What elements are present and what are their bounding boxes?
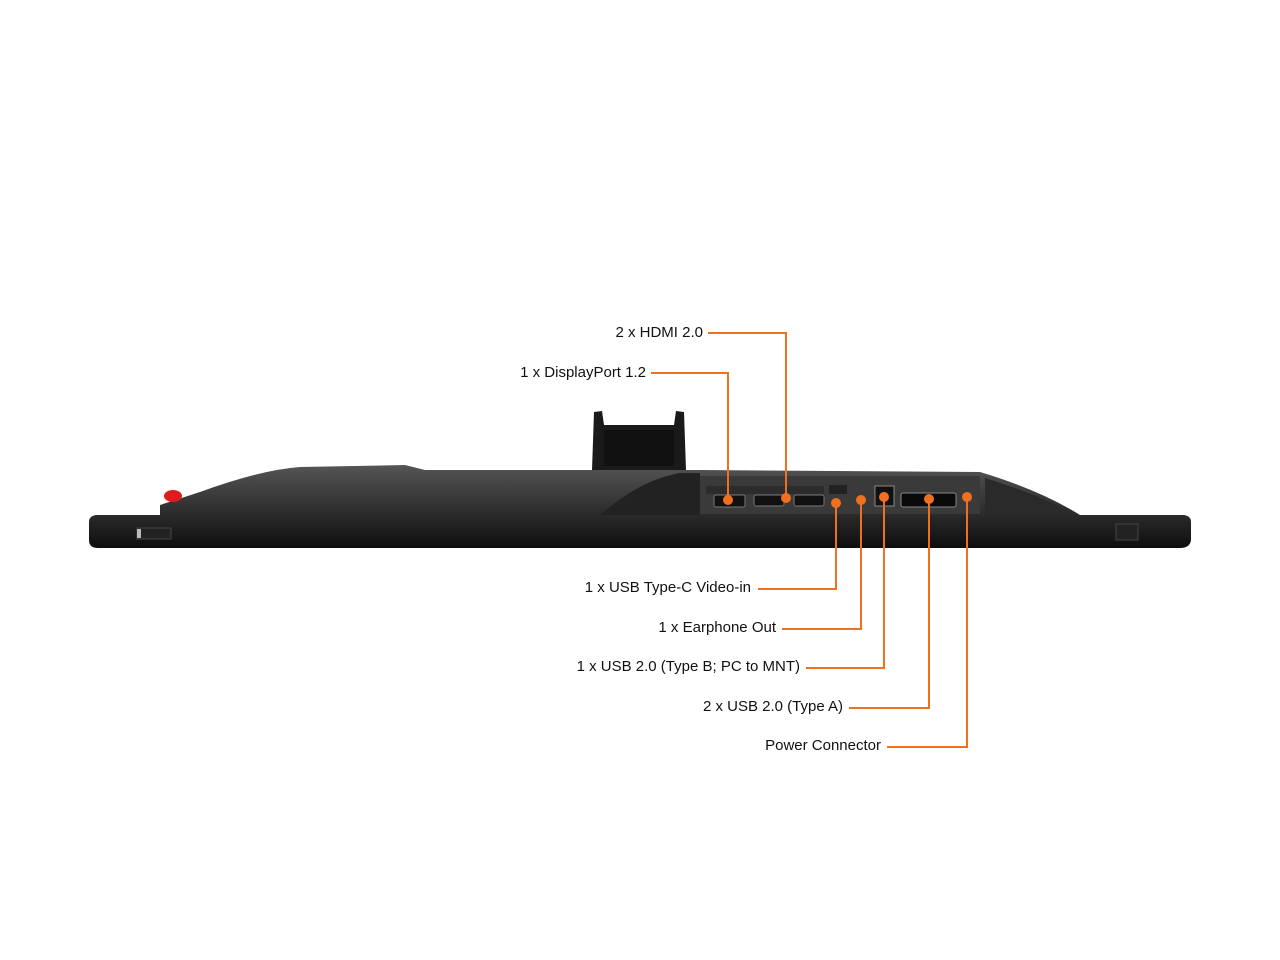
callout-power: Power Connector	[765, 737, 881, 754]
callout-dots	[723, 492, 972, 508]
callout-lines	[651, 332, 968, 748]
stand	[592, 411, 686, 470]
kensington-slot	[1115, 523, 1139, 541]
callout-displayport: 1 x DisplayPort 1.2	[520, 364, 646, 381]
monitor-body	[89, 515, 1191, 548]
hdmi-port-1	[753, 494, 785, 507]
callout-hdmi: 2 x HDMI 2.0	[615, 324, 703, 341]
callout-earphone: 1 x Earphone Out	[658, 619, 776, 636]
callout-usb-c: 1 x USB Type-C Video-in	[584, 579, 751, 596]
hdmi-port-2	[793, 494, 825, 507]
callout-usb-a: 2 x USB 2.0 (Type A)	[702, 698, 843, 715]
joystick-button	[164, 490, 182, 502]
callout-usb-b: 1 x USB 2.0 (Type B; PC to MNT)	[576, 658, 800, 675]
usb-c-port	[829, 485, 847, 494]
power-switch	[136, 527, 172, 540]
